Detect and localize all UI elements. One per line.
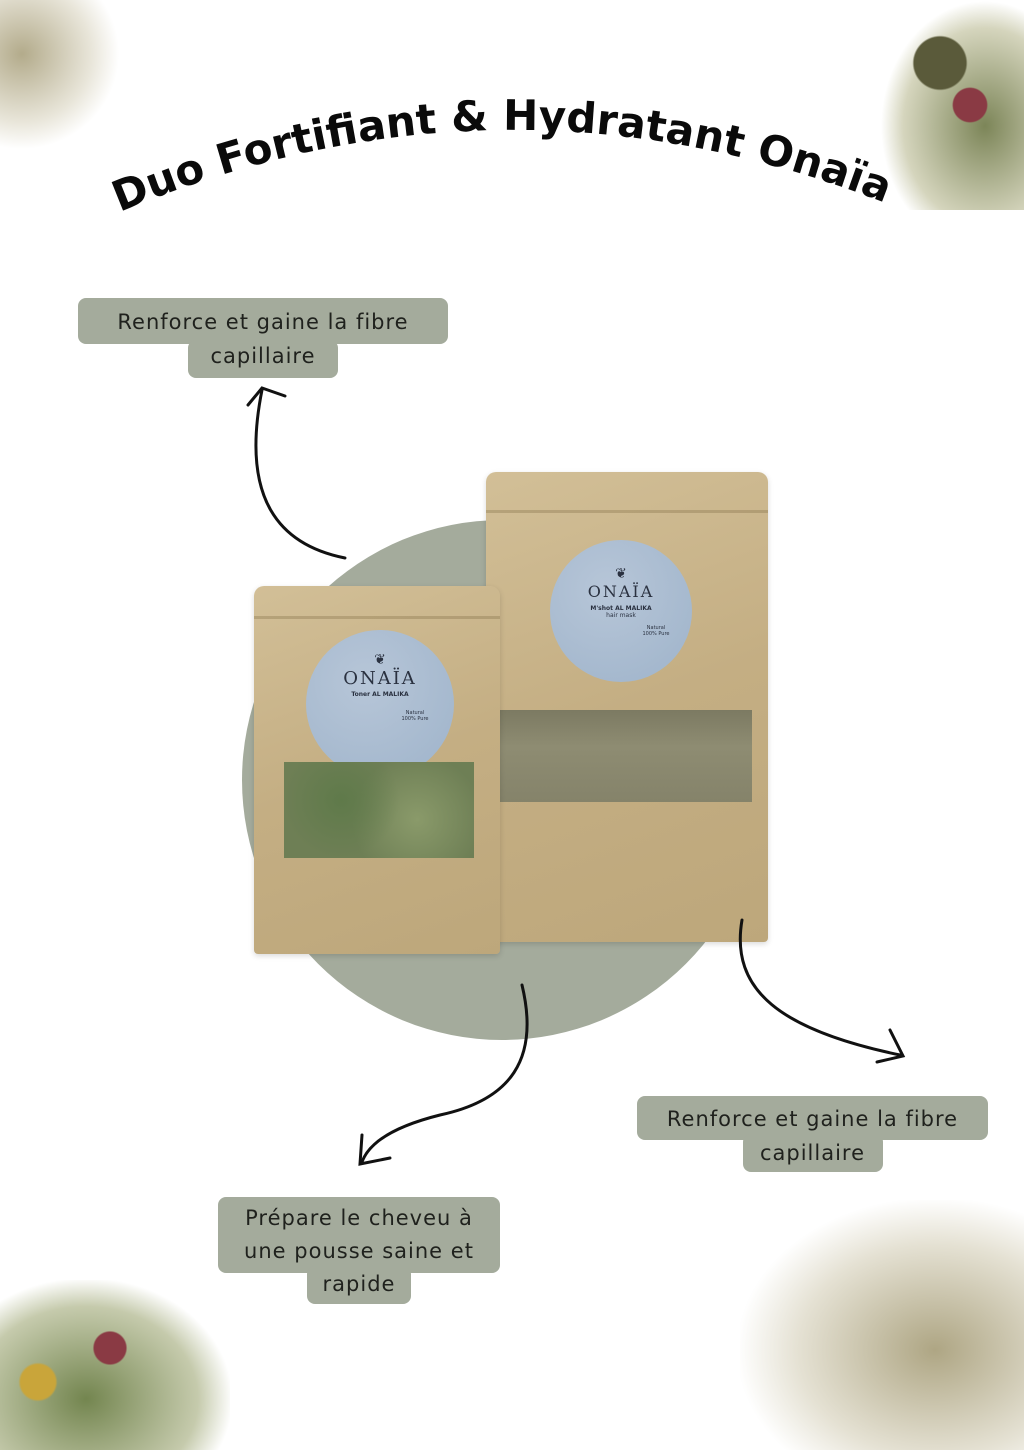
powder-window bbox=[500, 710, 752, 802]
flowers-decoration-bottom-left bbox=[0, 1280, 230, 1450]
product-note: Natural bbox=[405, 710, 425, 716]
callout-right: Renforce et gaine la fibre capillaire bbox=[637, 1102, 988, 1170]
product-note: 100% Pure bbox=[642, 631, 670, 637]
callout-text: Renforce et gaine la fibre bbox=[117, 310, 409, 334]
zip-line bbox=[254, 616, 500, 619]
powder-decoration-bottom-right bbox=[740, 1200, 1024, 1450]
callout-bg bbox=[78, 298, 448, 344]
callout-bg bbox=[188, 340, 338, 378]
product-pouch-small: ❦ ONAÏA Toner AL MALIKA Natural 100% Pur… bbox=[254, 586, 500, 954]
zip-line bbox=[486, 510, 768, 513]
page-title: Duo Fortifiant & Hydratant Onaïa bbox=[105, 91, 899, 221]
arrow-head bbox=[246, 386, 287, 407]
callout-text: Prépare le cheveu à bbox=[245, 1206, 473, 1230]
product-label-small: ❦ ONAÏA Toner AL MALIKA Natural 100% Pur… bbox=[306, 630, 454, 778]
arrow-head bbox=[358, 1133, 392, 1166]
callout-bg bbox=[637, 1096, 988, 1140]
brand-name: ONAÏA bbox=[587, 582, 655, 601]
product-note: Natural bbox=[646, 625, 666, 631]
product-name: M'shot AL MALIKA bbox=[590, 605, 652, 612]
leaf-icon: ❦ bbox=[615, 566, 627, 582]
callout-text: Renforce et gaine la fibre bbox=[666, 1107, 959, 1131]
arrow-bottom bbox=[360, 983, 529, 1164]
product-label-large: ❦ ONAÏA M'shot AL MALIKA hair mask Natur… bbox=[550, 540, 692, 682]
arrow-head bbox=[875, 1028, 906, 1064]
flowers-decoration-top-right bbox=[880, 0, 1024, 210]
product-note: 100% Pure bbox=[401, 716, 429, 722]
callout-bg bbox=[307, 1266, 411, 1304]
callout-bg bbox=[218, 1197, 500, 1273]
product-pouch-large: ❦ ONAÏA M'shot AL MALIKA hair mask Natur… bbox=[486, 472, 768, 942]
product-name: Toner AL MALIKA bbox=[351, 691, 409, 698]
callout-text: rapide bbox=[322, 1272, 396, 1296]
callout-bottom: Prépare le cheveu à une pousse saine et … bbox=[218, 1202, 500, 1301]
product-subtitle: hair mask bbox=[606, 612, 636, 619]
powder-decoration-top-left bbox=[0, 0, 120, 150]
callout-text: capillaire bbox=[759, 1141, 866, 1165]
leaf-icon: ❦ bbox=[374, 652, 386, 668]
brand-name: ONAÏA bbox=[343, 668, 417, 689]
callout-bg bbox=[743, 1134, 883, 1172]
callout-top-left: Renforce et gaine la fibre capillaire bbox=[78, 305, 448, 373]
callout-text: capillaire bbox=[210, 344, 316, 368]
callout-text: une pousse saine et bbox=[244, 1239, 474, 1263]
arrow-top-left bbox=[254, 388, 347, 560]
herbs-window bbox=[284, 762, 474, 858]
arrow-right bbox=[738, 918, 902, 1057]
